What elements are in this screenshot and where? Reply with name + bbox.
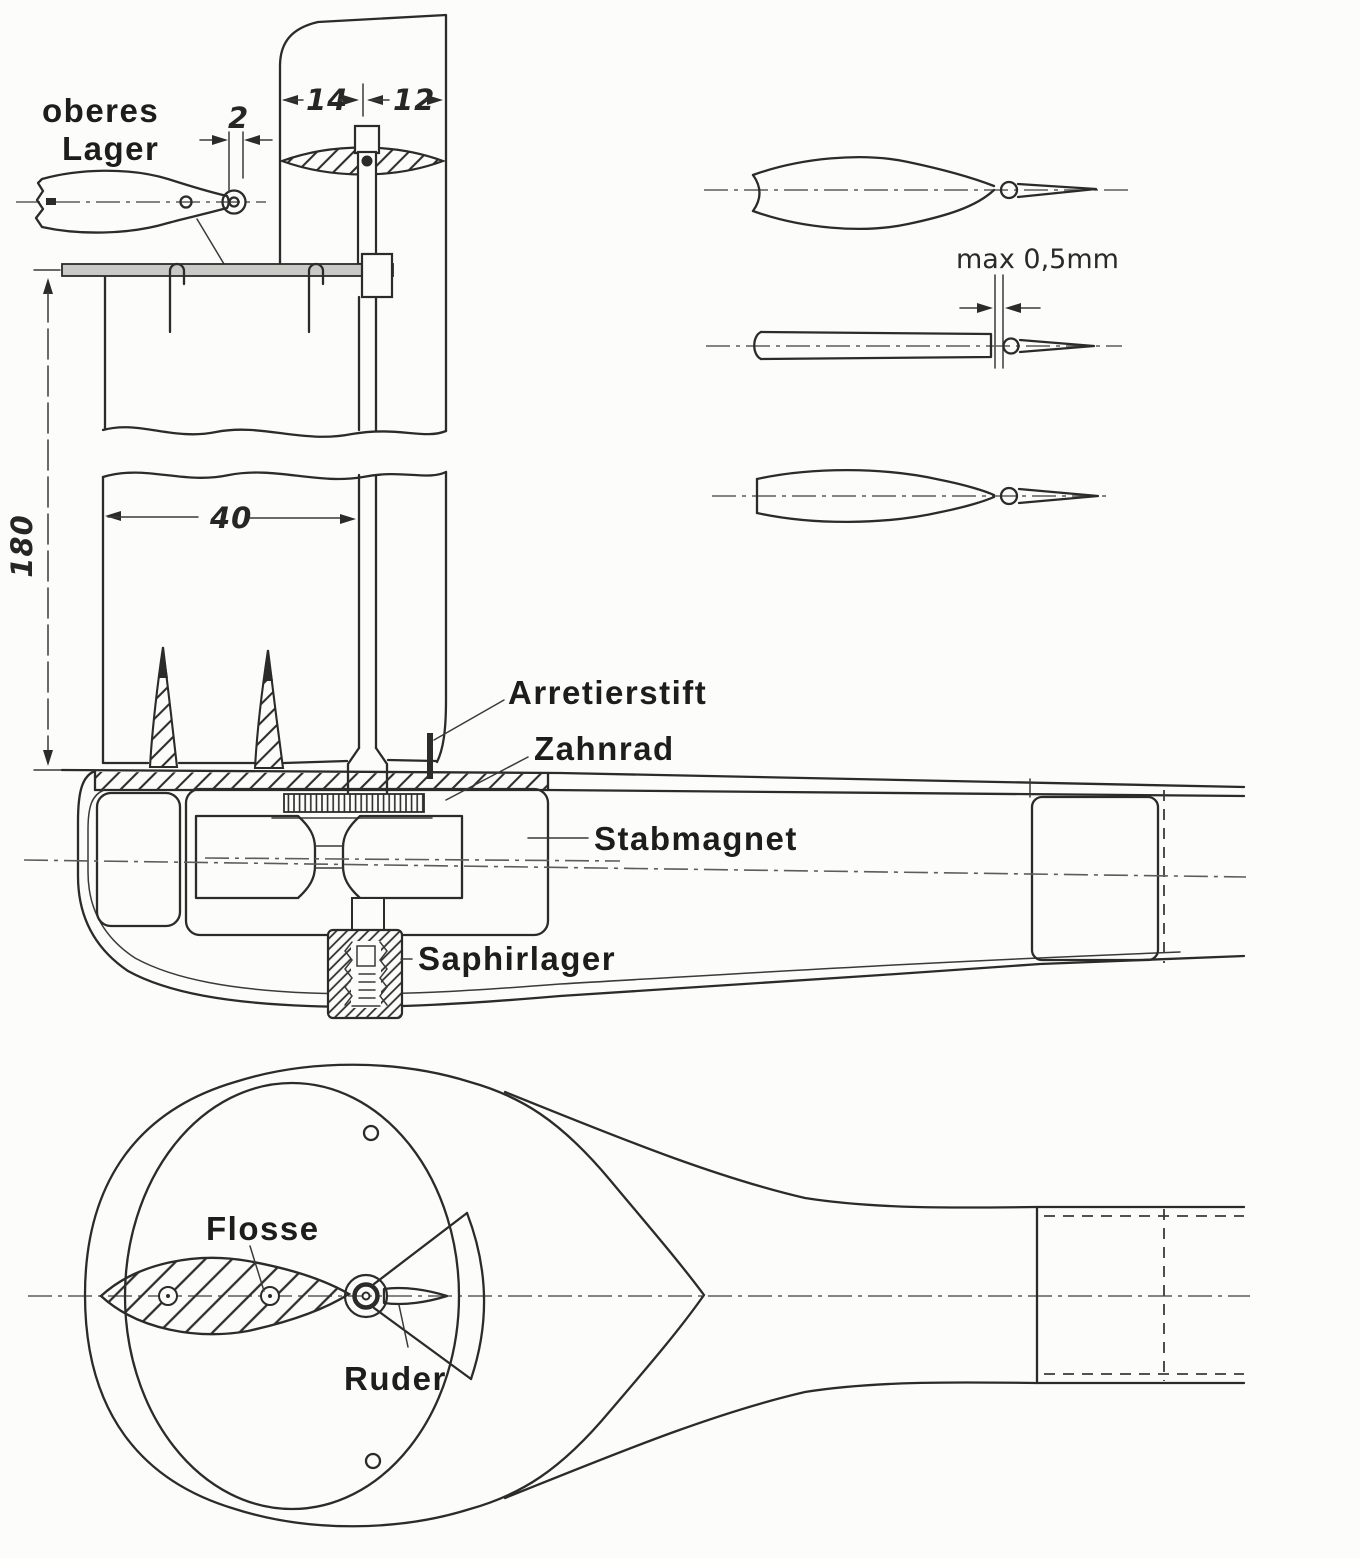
fin-side-view: 14 12 [5, 13, 448, 795]
rudder-bearing-ring [352, 1282, 380, 1310]
shaft-flare-foot [346, 746, 389, 795]
leader-arretierstift [433, 699, 505, 741]
front-compartment [95, 791, 182, 928]
leader-zahnrad [445, 756, 529, 801]
magnet-waist [314, 845, 344, 869]
profile-forked [704, 156, 1128, 230]
label-ruder: Ruder [344, 1360, 447, 1397]
sapphire-bearing [326, 928, 404, 1020]
mount-pin-front [148, 646, 179, 769]
magnet-axis [204, 857, 621, 862]
boom-bulkhead-box [1030, 795, 1160, 962]
label-oberes: oberes [42, 92, 159, 129]
leader-line [196, 218, 225, 265]
label-stabmagnet: Stabmagnet [594, 820, 798, 857]
shaft-cap [353, 124, 381, 155]
magnet-right-half [341, 814, 464, 900]
break-line-lower [101, 470, 448, 481]
hinge-gap-dimension: max 0,5mm [956, 244, 1119, 369]
mount-pin-front-tip [158, 647, 168, 678]
rudder-travel-fan [372, 1211, 486, 1381]
fin-root-line [101, 758, 438, 765]
pod-outline-plan [83, 1063, 706, 1528]
profile-streamlined [712, 468, 1110, 524]
rudder-blade-plan [382, 1286, 449, 1306]
rudder-shaft-upper [356, 150, 378, 266]
label-flosse: Flosse [206, 1210, 320, 1247]
mount-pin-rear-tip [263, 650, 273, 681]
top-plate-hatch [95, 772, 548, 790]
rudder-bearing-outer [343, 1273, 389, 1319]
bearing-stem [351, 897, 385, 931]
retaining-pin-right [307, 262, 325, 334]
shaft-bracket [360, 252, 394, 299]
boom-edge-bottom [503, 1381, 1246, 1500]
fin-airfoil-plan [99, 1256, 352, 1336]
fuselage-centerline [23, 859, 1247, 878]
leader-ruder [398, 1304, 409, 1348]
retaining-pin-left [168, 262, 186, 334]
shaft-pivot [361, 155, 373, 167]
bearing-arm-outline [34, 169, 230, 234]
dimension-fin-width: 40 [105, 501, 356, 535]
boom-edge-top [503, 1090, 1246, 1209]
boom-top-outer [60, 768, 1246, 789]
label-arretierstift: Arretierstift [508, 674, 707, 711]
boom-top-inner [93, 788, 1246, 798]
rudder-profile-variants: max 0,5mm [704, 156, 1128, 524]
label-oberes-lager: oberes Lager [42, 92, 159, 167]
fin-trailing-edge-lower [435, 470, 448, 764]
dimension-fin-chord: 14 12 [282, 83, 443, 117]
fuselage-section-view: Arretierstift Zahnrad Stabmagnet Saphirl… [23, 674, 1247, 1020]
cover-screw-bottom [364, 1452, 382, 1470]
dim-180-value: 180 [5, 514, 39, 578]
label-lager: Lager [62, 130, 159, 167]
leader-flosse [249, 1245, 265, 1292]
tail-plan-view: Flosse Ruder [28, 1063, 1250, 1528]
bearing-plate-edge [61, 263, 394, 277]
dimension-fin-height: 180 [5, 269, 93, 771]
mount-hole [179, 195, 193, 209]
dimension-hinge-offset: 2 [199, 101, 273, 193]
hinge-bearing-inner [228, 196, 240, 208]
label-zahnrad: Zahnrad [534, 730, 675, 767]
label-saphirlager: Saphirlager [418, 940, 616, 977]
fin-upper-outline [278, 13, 448, 433]
rudder-shaft-end [361, 1291, 371, 1301]
profile-straight [706, 330, 1122, 361]
magnet-left-half [194, 814, 317, 900]
cover-screw-top [362, 1124, 380, 1142]
hinge-bearing-outer [221, 189, 247, 215]
pod-outer-wall [76, 769, 1246, 1008]
upper-bearing-plan-view [16, 169, 266, 265]
dim-40-value: 40 [209, 501, 252, 535]
locking-pin [427, 733, 433, 779]
gear-teeth [284, 794, 424, 812]
dim-2-value: 2 [228, 101, 249, 135]
gap-note: max 0,5mm [956, 244, 1119, 275]
mount-pin-rear [253, 649, 285, 770]
break-line-upper [101, 426, 448, 438]
centerline-dash-mark [46, 198, 56, 205]
